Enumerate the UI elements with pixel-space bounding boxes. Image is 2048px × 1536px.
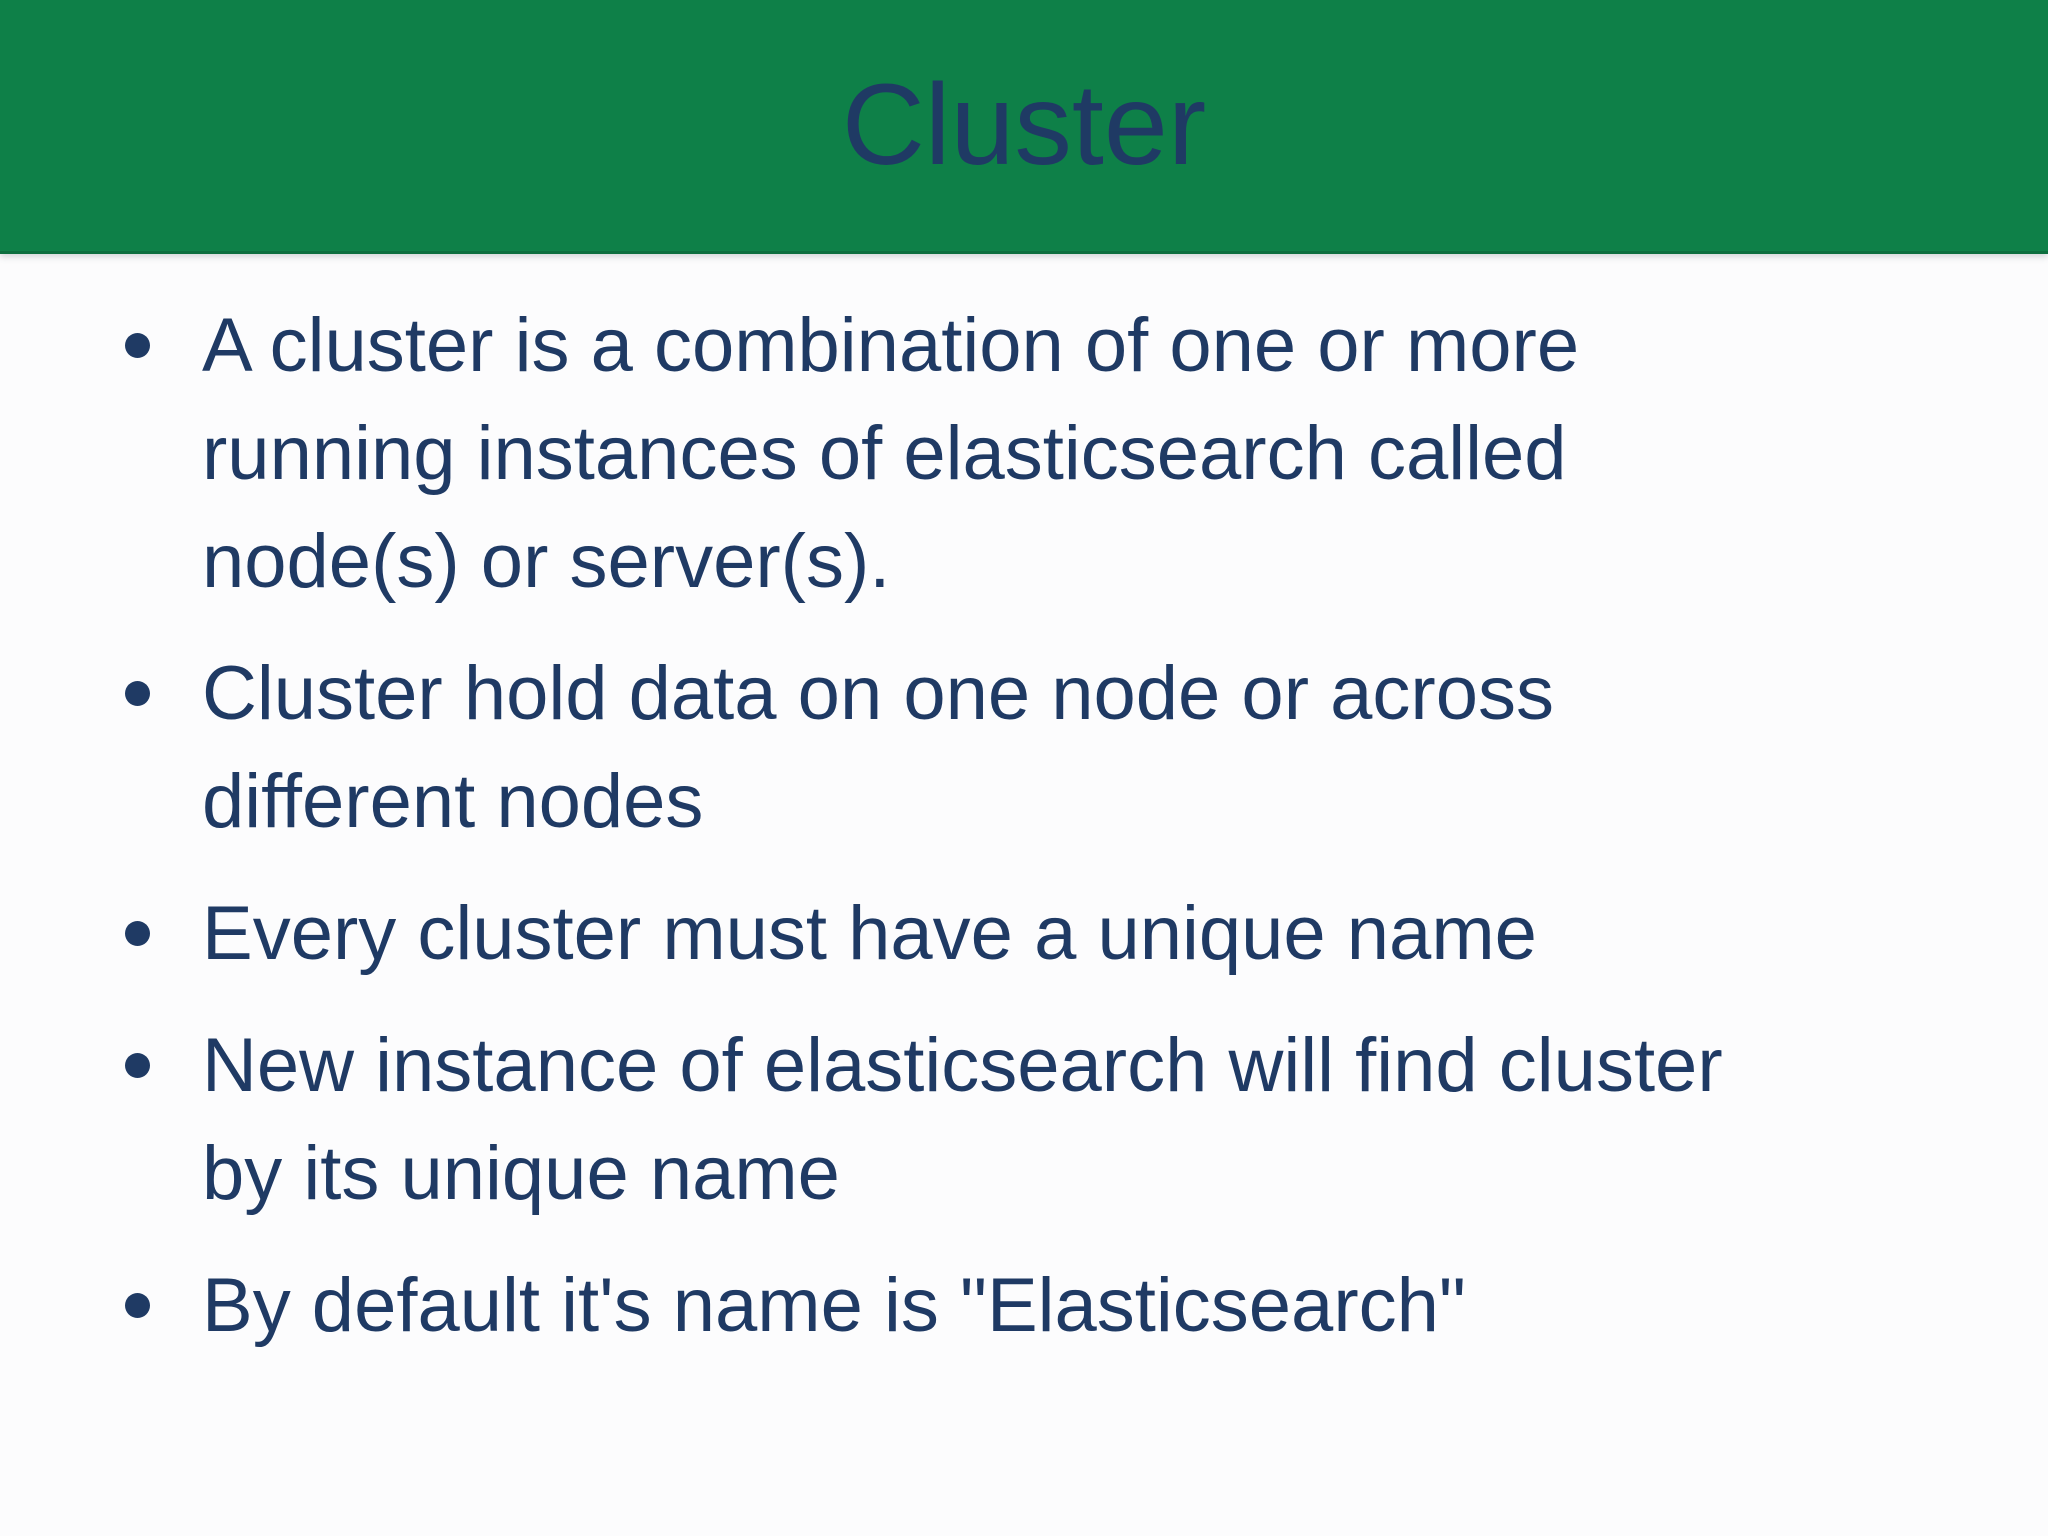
slide-title: Cluster bbox=[841, 61, 1207, 189]
bullet-marker-icon bbox=[125, 1293, 150, 1318]
bullet-marker-icon bbox=[125, 333, 150, 358]
bullet-text: By default it's name is "Elasticsearch" bbox=[202, 1263, 1466, 1348]
bullet-item: New instance of elasticsearch will find … bbox=[0, 1012, 2048, 1228]
bullet-item: Every cluster must have a unique name bbox=[0, 880, 2048, 988]
slide-header: Cluster bbox=[0, 0, 2048, 254]
bullet-marker-icon bbox=[125, 1053, 150, 1078]
bullet-text: Cluster hold data on one node or across … bbox=[202, 651, 1554, 844]
bullet-item: By default it's name is "Elasticsearch" bbox=[0, 1252, 2048, 1360]
bullet-text: A cluster is a combination of one or mor… bbox=[202, 303, 1580, 604]
bullet-item: A cluster is a combination of one or mor… bbox=[0, 292, 2048, 616]
bullet-item: Cluster hold data on one node or across … bbox=[0, 640, 2048, 856]
bullet-text: New instance of elasticsearch will find … bbox=[202, 1023, 1723, 1216]
bullet-list: A cluster is a combination of one or mor… bbox=[0, 292, 2048, 1360]
bullet-marker-icon bbox=[125, 921, 150, 946]
bullet-marker-icon bbox=[125, 681, 150, 706]
bullet-text: Every cluster must have a unique name bbox=[202, 891, 1537, 976]
slide-body: A cluster is a combination of one or mor… bbox=[0, 292, 2048, 1360]
